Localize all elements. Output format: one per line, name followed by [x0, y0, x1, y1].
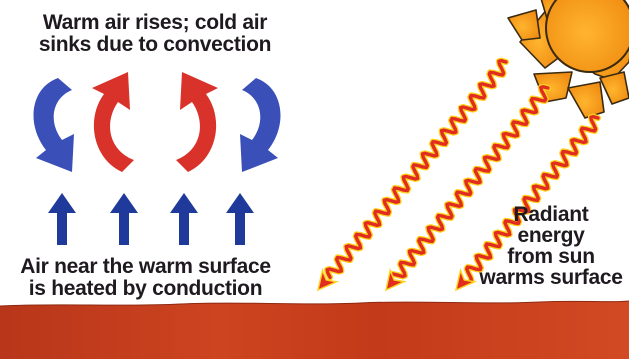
radiant-ray-arrowhead	[384, 267, 407, 292]
radiant-ray-group	[316, 57, 601, 292]
warm-surface	[0, 301, 629, 359]
conduction-caption: Air near the warm surface is heated by c…	[8, 256, 283, 300]
radiant-ray-arrowhead	[454, 267, 477, 292]
sun-icon	[507, 0, 629, 119]
warm-air-arrow-right	[176, 72, 218, 172]
radiant-caption-line-2: energy	[517, 224, 585, 247]
radiant-ray-3	[454, 113, 601, 292]
radiant-ray-2	[384, 83, 551, 292]
radiant-ray-arrowhead	[316, 267, 339, 292]
convection-arrows	[33, 72, 281, 172]
conduction-caption-line-1: Air near the warm surface	[20, 255, 271, 278]
radiant-caption-line-3: from sun	[507, 245, 595, 268]
radiant-caption: Radiant energy from sun warms surface	[476, 204, 626, 288]
warm-surface-edge	[0, 300, 629, 307]
up-arrow-2	[110, 193, 138, 245]
warm-air-arrow-left	[92, 72, 134, 172]
cold-air-arrow-left	[33, 78, 74, 172]
convection-caption: Warm air rises; cold air sinks due to co…	[20, 12, 290, 56]
up-arrow-4	[226, 193, 254, 245]
radiant-caption-line-1: Radiant	[513, 203, 589, 226]
radiant-caption-line-4: warms surface	[479, 266, 623, 289]
upward-arrows	[48, 193, 254, 245]
radiant-ray-1	[316, 57, 509, 292]
up-arrow-3	[170, 193, 198, 245]
convection-caption-line-1: Warm air rises; cold air	[42, 11, 268, 34]
up-arrow-1	[48, 193, 76, 245]
convection-caption-line-2: sinks due to convection	[38, 33, 272, 56]
conduction-caption-line-2: is heated by conduction	[28, 277, 263, 300]
cold-air-arrow-right	[240, 78, 281, 172]
